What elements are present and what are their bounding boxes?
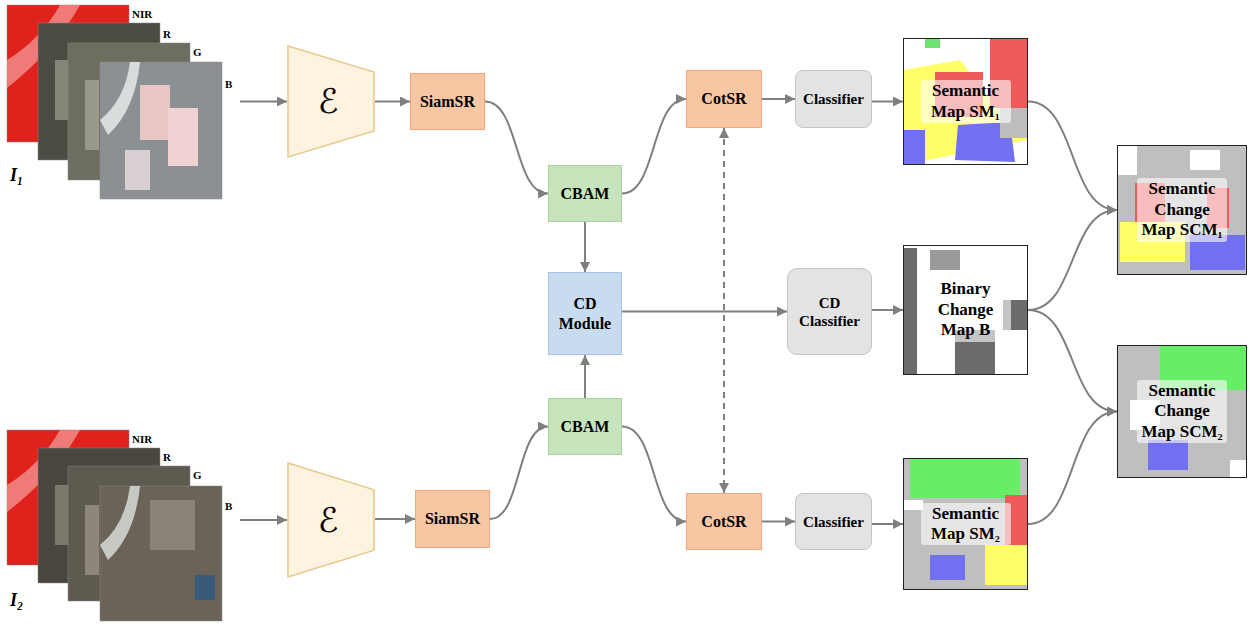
attention-box: CBAM: [548, 398, 622, 455]
box-label: Classifier: [803, 90, 864, 108]
flow-arrow: [762, 98, 795, 100]
module-box: SiamSR: [415, 490, 490, 548]
flow-arrow: [240, 101, 287, 103]
box-label: CotSR: [701, 89, 746, 108]
change-patch: [930, 250, 960, 270]
blue-band: [100, 62, 222, 199]
flow-arrow: [240, 519, 287, 521]
class-patch: [1190, 150, 1220, 170]
map-title: Semantic Change Map SCM₁: [1137, 178, 1227, 241]
classifier-box: CD Classifier: [787, 268, 872, 355]
flow-arrow: [1028, 310, 1117, 412]
band-label: B: [225, 500, 232, 513]
box-label: SiamSR: [425, 509, 480, 528]
class-patch: [985, 545, 1028, 585]
encoder-block: ℰ: [287, 462, 375, 578]
flow-arrow: [762, 521, 795, 523]
map-ground: [903, 38, 1028, 165]
map-title: Semantic Change Map SCM₂: [1137, 380, 1227, 443]
flow-arrow: [1028, 102, 1117, 211]
change-patch: [903, 248, 917, 375]
band-label: R: [163, 28, 171, 41]
flow-arrow: [622, 99, 686, 194]
class-patch: [930, 555, 965, 580]
flow-arrow: [490, 427, 548, 520]
module-box: CotSR: [686, 493, 762, 550]
map-ground: [903, 245, 1028, 375]
image-label: I₂: [10, 590, 23, 612]
attention-box: CBAM: [548, 165, 622, 222]
flow-arrow: [1028, 210, 1117, 310]
band-label: G: [193, 469, 202, 482]
map-ground: [1117, 345, 1247, 478]
encoder-block: ℰ: [287, 45, 375, 158]
image-label: I₁: [10, 165, 23, 187]
flow-arrow: [584, 222, 586, 272]
image-stack: NIR R G B I₁: [5, 5, 240, 207]
flow-arrow: [485, 102, 548, 194]
flow-arrow: [872, 101, 903, 103]
flow-arrow: [872, 309, 903, 311]
class-patch: [903, 130, 925, 165]
image-stack: NIR R G B I₂: [5, 425, 240, 623]
semantic-map: Semantic Map SM₁: [903, 38, 1028, 165]
band-label: R: [163, 451, 171, 464]
flow-arrow: [375, 101, 410, 103]
soil-texture: [150, 500, 195, 550]
class-patch: [925, 38, 940, 48]
change-map: Semantic Change Map SCM₁: [1117, 145, 1247, 275]
encoder-symbol: ℰ: [318, 500, 339, 541]
box-label: CD Module: [553, 294, 617, 332]
classifier-box: Classifier: [795, 70, 872, 128]
green-texture: [85, 80, 99, 150]
class-patch: [1230, 460, 1247, 478]
module-box: SiamSR: [410, 73, 485, 130]
flow-arrow: [622, 311, 787, 313]
flow-arrow: [1028, 412, 1117, 525]
band-label: NIR: [132, 433, 152, 446]
map-ground: [1117, 145, 1247, 275]
field-texture: [168, 108, 198, 166]
band-label: G: [193, 46, 202, 59]
change-map: Semantic Change Map SCM₂: [1117, 345, 1247, 478]
flow-arrow: [584, 355, 586, 398]
trapezoid-shape: [288, 463, 374, 577]
box-label: CD Classifier: [792, 294, 867, 330]
box-label: CBAM: [561, 417, 610, 436]
road-texture: [100, 62, 140, 135]
box-label: SiamSR: [420, 92, 475, 111]
class-patch: [910, 458, 1020, 498]
band-label: B: [225, 78, 232, 91]
semantic-map: Semantic Map SM₂: [903, 458, 1028, 590]
classifier-box: Classifier: [795, 493, 872, 550]
flow-arrow: [375, 518, 415, 520]
box-label: CBAM: [561, 184, 610, 203]
map-title: Binary Change Map B: [921, 278, 1011, 341]
flow-arrow: [872, 523, 903, 525]
map-title: Semantic Map SM₁: [921, 80, 1011, 123]
green-texture: [85, 505, 99, 575]
box-label: CotSR: [701, 512, 746, 531]
class-patch: [1117, 145, 1137, 175]
module-box: CotSR: [686, 70, 762, 128]
trapezoid-shape: [288, 46, 374, 157]
shared-weight-arrow: [723, 128, 725, 493]
binary-map: Binary Change Map B: [903, 245, 1028, 375]
band-label: NIR: [132, 8, 152, 21]
encoder-symbol: ℰ: [318, 81, 339, 122]
map-title: Semantic Map SM₂: [921, 503, 1011, 546]
class-patch: [1148, 440, 1188, 470]
map-ground: [903, 458, 1028, 590]
roof-texture: [195, 575, 215, 600]
box-label: Classifier: [803, 513, 864, 531]
field-texture: [140, 85, 170, 140]
road-texture: [100, 486, 140, 560]
cd-module-box: CD Module: [548, 272, 622, 355]
flow-arrow: [622, 427, 686, 522]
field-texture: [125, 150, 150, 190]
blue-band: [100, 486, 222, 621]
